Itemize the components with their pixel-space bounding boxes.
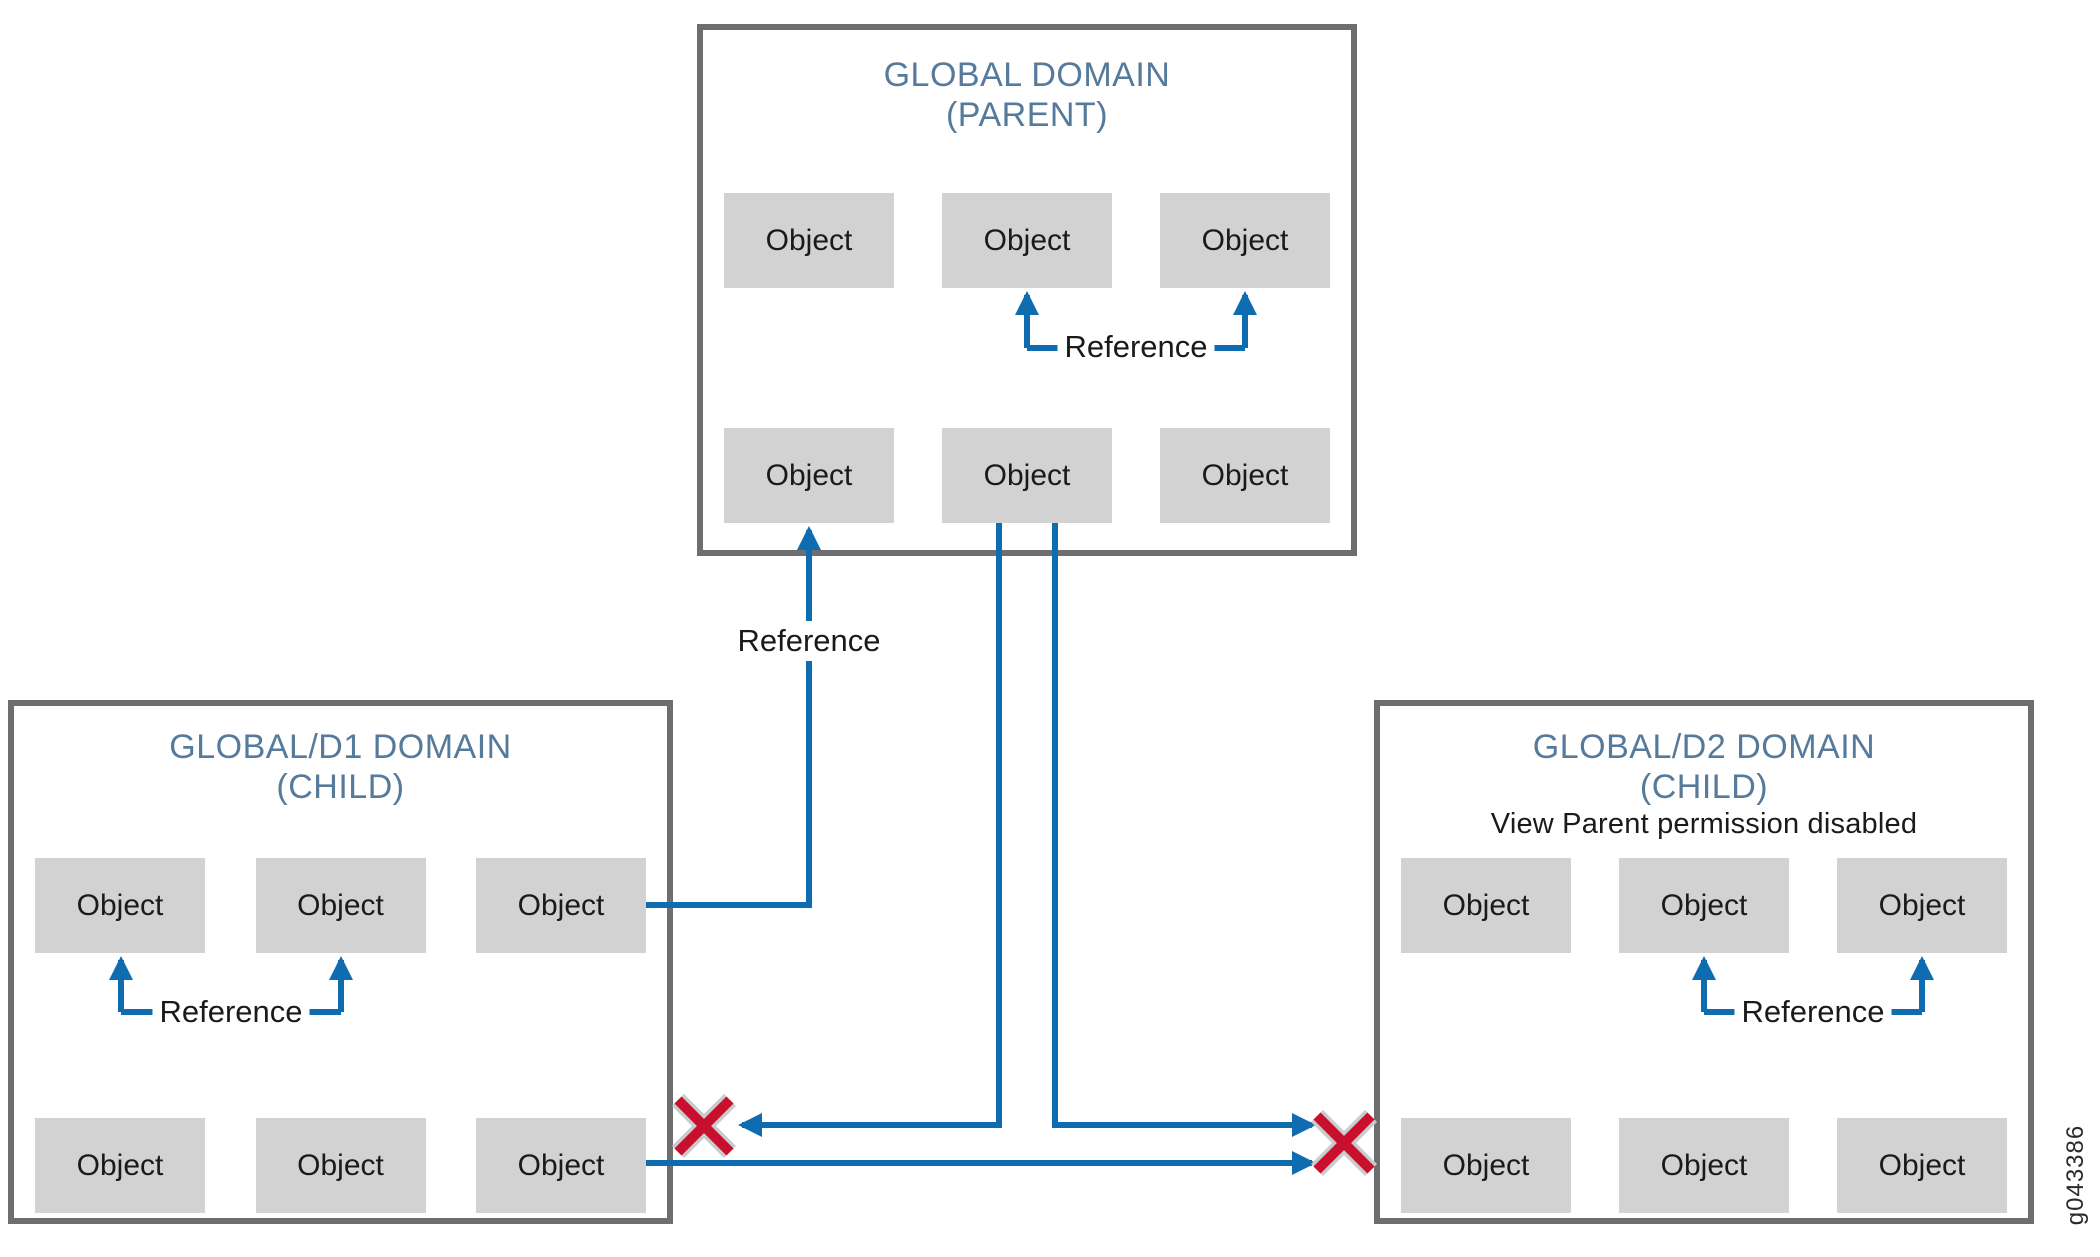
parent-domain-box: GLOBAL DOMAIN (PARENT) Object Object Obj… xyxy=(697,24,1357,556)
d1-reference-label: Reference xyxy=(152,992,310,1032)
d2-reference-label: Reference xyxy=(1734,992,1892,1032)
d1-to-parent-reference-label: Reference xyxy=(730,621,888,661)
object-box: Object xyxy=(1160,428,1330,523)
object-box: Object xyxy=(1401,858,1571,953)
object-box: Object xyxy=(476,1118,646,1213)
object-box: Object xyxy=(35,1118,205,1213)
d2-domain-box: GLOBAL/D2 DOMAIN (CHILD) View Parent per… xyxy=(1374,700,2034,1224)
d1-domain-title-line2: (CHILD) xyxy=(276,768,405,806)
d1-domain-title: GLOBAL/D1 DOMAIN (CHILD) xyxy=(14,727,667,807)
d2-domain-title: GLOBAL/D2 DOMAIN (CHILD) View Parent per… xyxy=(1380,727,2028,841)
object-box: Object xyxy=(942,193,1112,288)
parent-domain-title-line1: GLOBAL DOMAIN xyxy=(883,56,1171,94)
parent-to-d2-blocked-arrow xyxy=(1052,523,1316,1137)
blocked-x-icon-left xyxy=(671,1093,737,1159)
object-box: Object xyxy=(724,193,894,288)
d2-domain-title-line2: (CHILD) xyxy=(1639,768,1769,806)
parent-object-row-bottom: Object Object Object xyxy=(724,428,1330,523)
blocked-x-icon-right xyxy=(1310,1109,1378,1177)
d1-object-row-top: Object Object Object xyxy=(35,858,646,953)
parent-object-row-top: Object Object Object xyxy=(724,193,1330,288)
figure-id: g043386 xyxy=(2062,1124,2089,1226)
object-box: Object xyxy=(1160,193,1330,288)
d1-object-row-bottom: Object Object Object xyxy=(35,1118,646,1213)
d1-domain-title-line1: GLOBAL/D1 DOMAIN xyxy=(169,728,512,766)
parent-reference-label: Reference xyxy=(1057,327,1215,367)
d2-domain-subtitle: View Parent permission disabled xyxy=(1490,808,1918,840)
object-box: Object xyxy=(476,858,646,953)
d2-object-row-bottom: Object Object Object xyxy=(1401,1118,2007,1213)
object-box: Object xyxy=(35,858,205,953)
parent-to-d1-blocked-arrow xyxy=(738,523,1002,1137)
object-box: Object xyxy=(255,858,426,953)
object-box: Object xyxy=(724,428,894,523)
object-box: Object xyxy=(255,1118,426,1213)
parent-domain-title: GLOBAL DOMAIN (PARENT) xyxy=(703,55,1351,135)
object-box: Object xyxy=(1401,1118,1571,1213)
object-box: Object xyxy=(1837,1118,2007,1213)
d1-domain-box: GLOBAL/D1 DOMAIN (CHILD) Object Object O… xyxy=(8,700,673,1224)
object-box: Object xyxy=(1837,858,2007,953)
object-box: Object xyxy=(942,428,1112,523)
object-box: Object xyxy=(1619,858,1789,953)
object-box: Object xyxy=(1619,1118,1789,1213)
parent-domain-title-line2: (PARENT) xyxy=(945,96,1109,134)
d2-object-row-top: Object Object Object xyxy=(1401,858,2007,953)
d2-domain-title-line1: GLOBAL/D2 DOMAIN xyxy=(1532,728,1876,766)
